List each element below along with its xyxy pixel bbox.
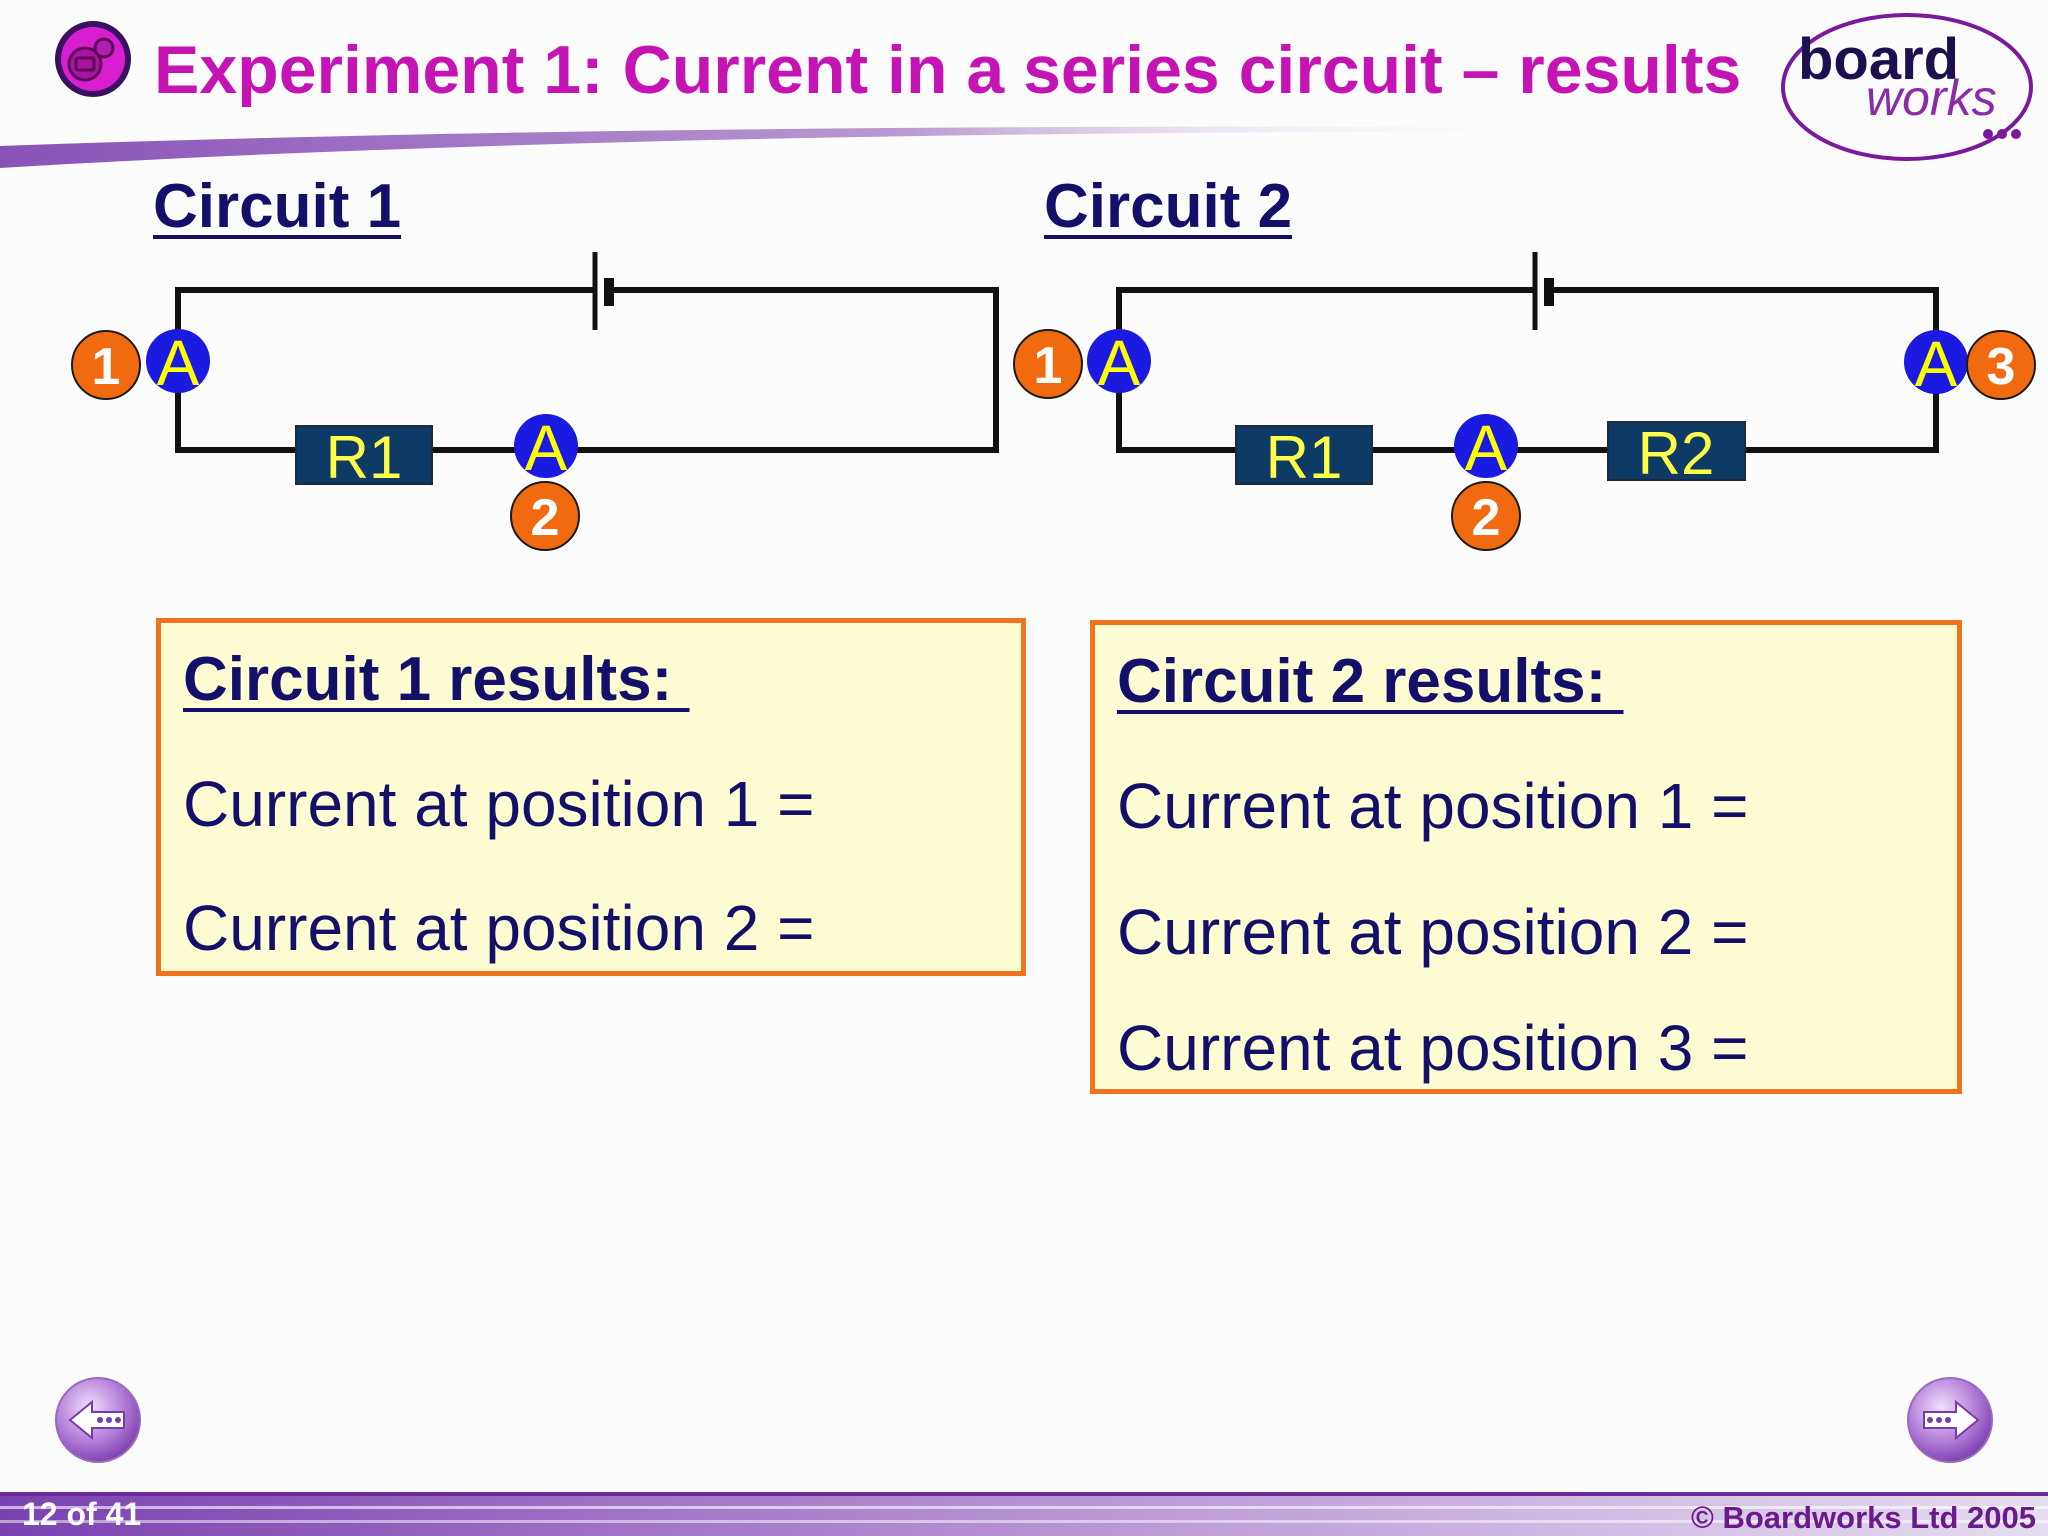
circuit1-position-badge-1: 1 (71, 330, 141, 400)
circuit1-diagram: R1 A 1 A 2 (71, 252, 999, 551)
circuit2-heading: Circuit 2 (1044, 172, 1293, 241)
circuit1-resistor-label: R1 (326, 424, 403, 491)
logo-text-board: board (1798, 27, 1960, 92)
back-arrow-icon (68, 1399, 125, 1441)
position-number: 2 (531, 489, 560, 547)
position-number: 2 (1472, 489, 1501, 547)
circuit2-resistor-r1: R1 (1235, 424, 1373, 491)
circuit2-result-line-1: Current at position 1 = (1117, 770, 1749, 842)
circuit2-results-box: Circuit 2 results: Current at position 1… (1090, 620, 1962, 1094)
previous-slide-button[interactable] (52, 1374, 144, 1466)
circuit2-ammeter-3: A (1904, 328, 1968, 400)
ammeter-symbol: A (1465, 412, 1508, 484)
circuit1-cell (592, 252, 614, 330)
circuit2-position-badge-3: 3 (1966, 330, 2036, 400)
page-title: Experiment 1: Current in a series circui… (154, 32, 1742, 108)
circuit2-position-badge-1: 1 (1013, 329, 1083, 399)
ammeter-symbol: A (157, 327, 200, 399)
footer-bar (0, 1492, 2048, 1536)
circuit1-ammeter-1: A (146, 327, 210, 399)
circuit1-result-line-1: Current at position 1 = (183, 768, 815, 840)
circuit1-result-line-2: Current at position 2 = (183, 892, 815, 964)
ammeter-symbol: A (1915, 328, 1958, 400)
circuit-diagrams: R1 A 1 A 2 R1 (71, 252, 2036, 551)
next-slide-button[interactable] (1904, 1374, 1996, 1466)
circuit2-result-line-2: Current at position 2 = (1117, 896, 1749, 968)
position-number: 1 (1034, 337, 1063, 395)
ammeter-symbol: A (1098, 327, 1141, 399)
circuit2-diagram: R1 R2 A 1 A 2 A 3 (1013, 252, 2036, 551)
boardworks-logo: board works (1776, 8, 2038, 166)
copyright-notice: © Boardworks Ltd 2005 (1691, 1500, 2036, 1535)
circuit2-resistor-r2: R2 (1607, 420, 1746, 487)
circuit1-resistor-r1: R1 (295, 424, 433, 491)
circuit1-position-badge-2: 2 (510, 481, 580, 551)
header-divider (0, 126, 1650, 168)
position-number: 3 (1987, 338, 2016, 396)
forward-arrow-icon (1923, 1399, 1980, 1441)
circuit1-ammeter-2: A (514, 412, 578, 484)
circuit1-heading: Circuit 1 (153, 172, 402, 241)
ammeter-symbol: A (525, 412, 568, 484)
position-number: 1 (92, 338, 121, 396)
circuit2-resistor-label-2: R2 (1638, 420, 1715, 487)
circuit2-cell (1532, 252, 1554, 330)
circuit2-ammeter-1: A (1087, 327, 1151, 399)
slide-counter: 12 of 41 (22, 1496, 142, 1532)
circuit2-result-line-3: Current at position 3 = (1117, 1012, 1749, 1084)
circuit1-results-title: Circuit 1 results: (183, 645, 690, 714)
logo-text-works: works (1866, 70, 1997, 126)
circuit2-ammeter-2: A (1454, 412, 1518, 484)
circuit2-results-title: Circuit 2 results: (1117, 647, 1624, 716)
circuit1-results-box: Circuit 1 results: Current at position 1… (156, 618, 1026, 976)
circuit2-resistor-label-1: R1 (1266, 424, 1343, 491)
experiment-icon (55, 21, 131, 97)
circuit2-position-badge-2: 2 (1451, 481, 1521, 551)
